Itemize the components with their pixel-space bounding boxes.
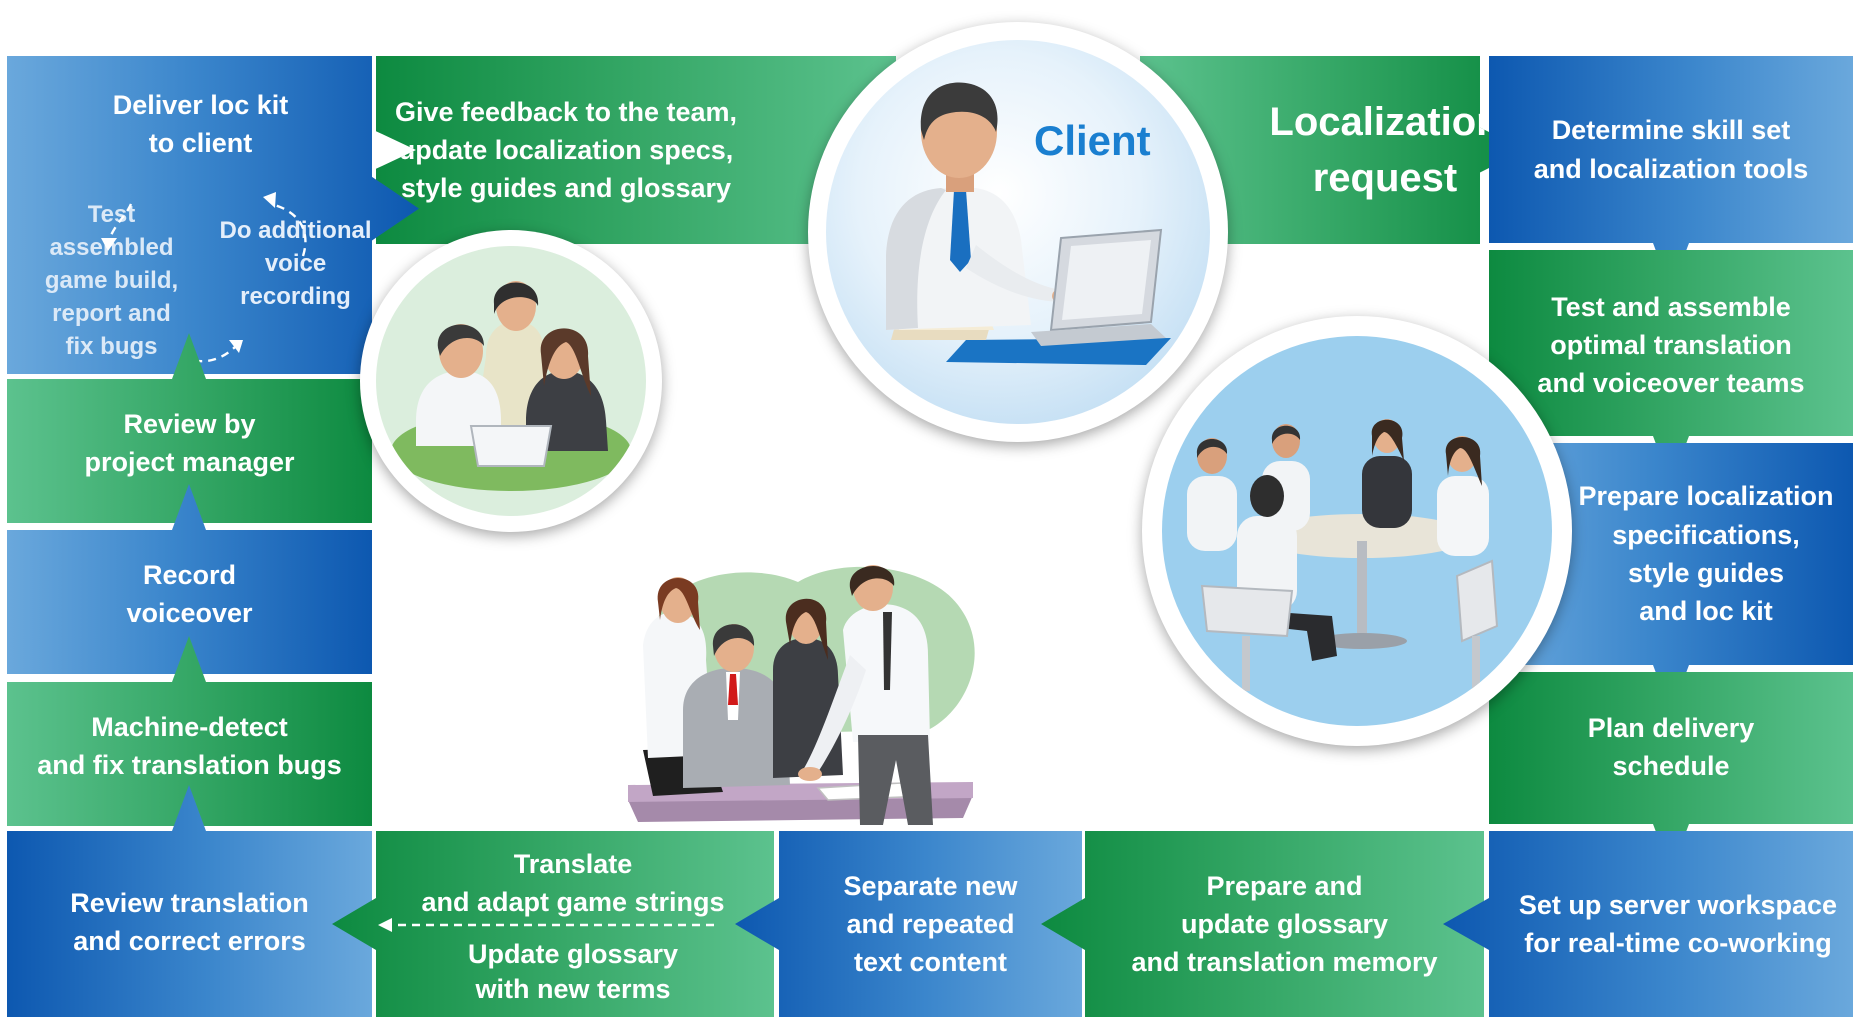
translate-group: Translate and adapt game strings Update … <box>374 831 772 1017</box>
step-review-translation-label: Review translation and correct errors <box>70 887 309 956</box>
step-review-pm-label: Review by project manager <box>84 408 295 477</box>
step-translate-label: Translate and adapt game strings <box>421 849 725 918</box>
loop-arrow-left <box>107 203 132 242</box>
step-give-feedback: Give feedback to the team, update locali… <box>376 56 896 244</box>
step-set-up-server-label: Set up server workspace for real-time co… <box>1518 889 1838 958</box>
step-update-glossary-label: Update glossary with new terms <box>467 939 679 1004</box>
step-prepare-glossary: Prepare and update glossary and translat… <box>1041 831 1484 1017</box>
loop-arrows <box>100 192 307 363</box>
step-test-build-label: Test assembled game build, report and fi… <box>44 201 179 361</box>
client-label: Client <box>1034 117 1151 164</box>
loop-arrow-right <box>270 202 307 257</box>
step-separate-content: Separate new and repeated text content <box>735 831 1082 1017</box>
step-plan-delivery-label: Plan delivery schedule <box>1587 712 1755 781</box>
client-circle: Client <box>808 22 1228 442</box>
step-record-voiceover-label: Record voiceover <box>126 559 253 628</box>
group-illustration <box>628 560 1018 825</box>
meeting-circle-bg <box>1162 336 1552 726</box>
step-give-feedback-label: Give feedback to the team, update locali… <box>394 96 738 204</box>
step-translate: Translate and adapt game strings Update … <box>332 831 774 1017</box>
step-test-assemble-label: Test and assemble optimal translation an… <box>1537 291 1805 399</box>
step-record-voiceover: Record voiceover <box>7 484 372 674</box>
step-deliver-loc-kit-label: Deliver loc kit to client <box>112 90 289 159</box>
loop-arrowhead-bottom <box>228 340 243 353</box>
loop-arrowhead-right <box>262 192 276 208</box>
step-prepare-glossary-label: Prepare and update glossary and translat… <box>1131 870 1438 978</box>
client-circle-bg: Client <box>826 40 1210 424</box>
translate-dashed-arrow <box>378 918 714 932</box>
client-illustration: Client <box>886 82 1171 365</box>
loop-arrowhead-left <box>100 238 117 251</box>
step-set-up-server: Set up server workspace for real-time co… <box>1443 831 1853 1017</box>
step-determine-skill-label: Determine skill set and localization too… <box>1533 115 1809 184</box>
step-deliver-loc-kit: Deliver loc kit to client Test assembled… <box>7 56 419 374</box>
step-machine-detect-label: Machine-detect and fix translation bugs <box>37 711 342 780</box>
step-additional-voice-label: Do additional voice recording <box>219 217 372 311</box>
step-prepare-specs-label: Prepare localization specifications, sty… <box>1578 481 1834 627</box>
deliver-loop: Deliver loc kit to client Test assembled… <box>31 56 396 374</box>
team-circle-left-bg <box>376 246 646 516</box>
step-separate-content-label: Separate new and repeated text content <box>843 870 1018 978</box>
team-left-illustration <box>391 281 631 491</box>
step-localization-request-label: Localization request <box>1269 100 1501 200</box>
meeting-illustration <box>1187 419 1499 691</box>
meeting-circle <box>1142 316 1572 746</box>
team-circle-left <box>360 230 662 532</box>
